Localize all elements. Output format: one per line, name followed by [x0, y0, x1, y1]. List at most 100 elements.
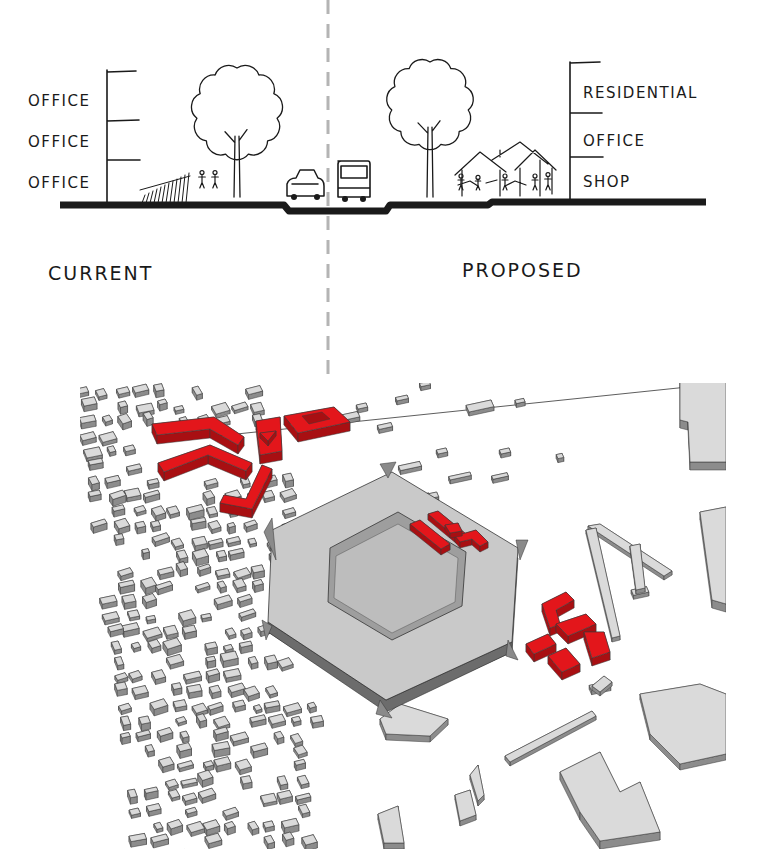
building-block — [115, 657, 124, 670]
building-block — [241, 776, 252, 790]
building-roof — [146, 615, 155, 620]
building-roof — [176, 717, 186, 724]
person-figure — [458, 174, 464, 190]
building-roof — [294, 745, 307, 755]
building-outline — [107, 70, 140, 203]
building-roof — [214, 716, 230, 727]
building-block — [208, 702, 223, 715]
building-roof — [166, 779, 179, 787]
building-block — [157, 728, 172, 743]
building-block — [223, 807, 238, 820]
building-roof — [265, 655, 278, 664]
building-block — [182, 625, 196, 639]
building-block — [143, 412, 153, 427]
building-block — [229, 548, 244, 560]
building-block — [107, 446, 116, 457]
building-roof — [168, 789, 179, 798]
building-block — [181, 778, 197, 788]
building-roof — [264, 701, 279, 708]
building-roof — [212, 742, 230, 751]
building-roof — [227, 537, 241, 544]
building-roof — [136, 403, 154, 413]
building-roof — [419, 383, 430, 387]
building-block — [449, 472, 471, 484]
building-block — [492, 473, 509, 484]
building-roof — [129, 671, 142, 680]
building-roof — [311, 716, 324, 724]
floor-label: RESIDENTIAL — [583, 78, 773, 108]
building-block — [233, 700, 245, 712]
building-roof — [151, 521, 161, 528]
building-roof — [147, 479, 159, 485]
building-roof — [112, 505, 125, 511]
building-roof — [378, 806, 404, 843]
building-roof — [274, 731, 284, 739]
floor-label: OFFICE — [583, 126, 703, 156]
building-roof — [171, 538, 183, 547]
building-roof — [100, 595, 117, 604]
building-block — [128, 610, 140, 621]
building-roof — [144, 490, 160, 497]
person-figure — [475, 175, 480, 190]
building-block — [129, 671, 142, 684]
building-roof — [134, 506, 146, 513]
building-roof — [115, 682, 127, 690]
building-roof — [173, 700, 186, 708]
building-block — [253, 580, 264, 593]
building-block — [228, 683, 245, 698]
building-roof — [499, 448, 510, 454]
building-block — [265, 655, 278, 670]
building-block — [378, 806, 404, 849]
building-block — [214, 727, 228, 742]
tree-trunk — [418, 121, 440, 197]
massing-map — [80, 383, 726, 849]
building-roof — [455, 790, 476, 821]
building-roof — [209, 685, 221, 693]
building-roof — [120, 732, 130, 738]
building-roof — [492, 473, 509, 480]
building-roof — [124, 445, 136, 452]
building-block — [152, 533, 169, 547]
building-block — [239, 609, 256, 622]
building-block — [192, 549, 208, 566]
building-roof — [204, 761, 214, 767]
building-block — [118, 568, 133, 581]
building-roof — [154, 822, 163, 829]
proposed-building — [158, 445, 252, 481]
building-roof — [107, 446, 116, 453]
building-roof — [163, 638, 181, 650]
stadium-fin — [506, 640, 518, 660]
building-block — [143, 594, 157, 609]
building-block — [216, 568, 230, 579]
building-roof — [201, 613, 211, 618]
building-block — [151, 834, 169, 848]
building-roof — [470, 765, 484, 801]
building-block — [198, 788, 215, 803]
building-block — [264, 701, 279, 714]
building-block — [263, 821, 274, 832]
building-roof — [167, 819, 182, 828]
building-roof — [151, 834, 169, 843]
building-roof — [114, 518, 129, 529]
building-roof — [144, 787, 158, 793]
building-block — [159, 757, 174, 773]
building-block — [122, 594, 136, 609]
divider-line — [327, 0, 330, 378]
building-roof — [248, 821, 259, 830]
proposed-building — [152, 417, 244, 454]
building-block — [91, 519, 107, 533]
building-roof — [297, 775, 309, 785]
building-roof — [128, 789, 138, 798]
building-block — [630, 544, 645, 594]
building-roof — [515, 398, 525, 403]
building-block — [232, 402, 248, 414]
building-block — [121, 623, 139, 638]
building-block — [99, 432, 117, 447]
building-roof — [208, 539, 223, 545]
building-block — [129, 833, 146, 847]
building-roof — [283, 473, 294, 481]
building-roof — [158, 445, 252, 472]
building-block — [144, 787, 158, 800]
building-roof — [111, 641, 121, 650]
building-block — [499, 448, 510, 458]
